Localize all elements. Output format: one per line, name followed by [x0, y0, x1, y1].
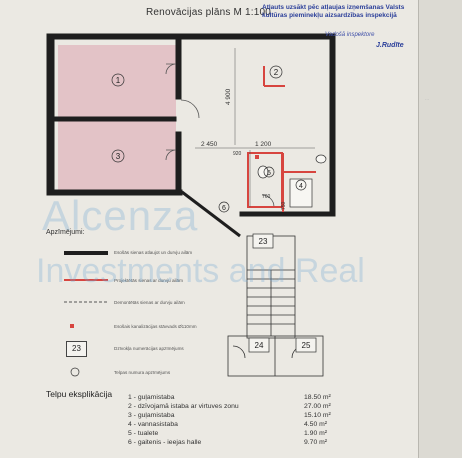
room-6-marker	[218, 201, 230, 213]
explication-area-1: 18.50 m²	[304, 394, 331, 401]
legend-item-sewer-stack: Esošais kanalizācijas stāvvads Ø110mm	[114, 324, 197, 329]
legend-item-apartment-number: Dzīvokļa numerācijas apzīmējums	[114, 346, 184, 351]
explication-row-2: 2 - dzīvojamā istaba ar virtuves zonu	[128, 403, 239, 410]
dim-4900: 4 900	[225, 88, 232, 105]
legend-item-room-number: Telpas numura apzīmējums	[114, 370, 171, 375]
legend-item-existing-walls: Esošās sienas atlaujot un durvju ailām	[114, 250, 193, 255]
dim-1200: 1 200	[255, 141, 272, 148]
room-3-marker	[111, 149, 125, 163]
legend-title: Apzīmējumi:	[46, 229, 85, 236]
room-label-2: 2	[274, 68, 279, 77]
room-label-1: 1	[116, 76, 121, 85]
legend-apartment-example: 23	[66, 341, 87, 357]
explication-row-5: 5 - tualete	[128, 430, 159, 437]
watermark-line-2: Investments and Real	[36, 252, 365, 290]
page-title: Renovācijas plāns M 1:100	[146, 7, 272, 18]
apartment-24-label: 24	[255, 341, 264, 350]
room-2-marker	[269, 65, 283, 79]
legend-symbols	[64, 251, 108, 377]
room-3-fill	[58, 121, 176, 191]
room-1-fill	[58, 45, 176, 117]
door-swings	[165, 63, 275, 208]
stamp-line-2: kultūras pieminekļu aizsardzības inspekc…	[262, 12, 397, 19]
room-1-marker	[111, 73, 125, 87]
explication-area-4: 4.50 m²	[304, 421, 328, 428]
room-label-4: 4	[299, 183, 303, 190]
approval-stamp: Atļauts uzsākt pēc atļaujas izņemšanas V…	[262, 4, 422, 20]
room-label-3: 3	[116, 152, 121, 161]
dimension-lines	[195, 48, 315, 207]
apartment-25-label: 25	[302, 341, 311, 350]
explication-area-6: 9.70 m²	[304, 439, 328, 446]
exterior-walls	[46, 33, 336, 238]
projected-walls	[247, 66, 316, 212]
apartment-23-label: 23	[259, 237, 268, 246]
explication-row-6: 6 - gaitenis - ieejas halle	[128, 439, 202, 446]
explication-row-4: 4 - vannasistaba	[128, 421, 178, 428]
apartment-25-box	[295, 337, 317, 353]
explication-area-2: 27.00 m²	[304, 403, 331, 410]
explication-title: Telpu eksplikācija	[46, 389, 113, 399]
explication-row-3: 3 - guļamistaba	[128, 412, 175, 419]
stamp-role: Vadošā inspektore	[325, 32, 375, 38]
dim-2450: 2 450	[201, 141, 218, 148]
sewer-stack-mark	[255, 155, 259, 159]
dim-920: 920	[233, 151, 242, 157]
stamp-line-1: Atļauts uzsākt pēc atļaujas izņemšanas V…	[262, 4, 405, 11]
bathroom-fixtures	[257, 154, 327, 208]
apartment-24-box	[248, 337, 270, 353]
watermark-line-1: Alcenza	[42, 192, 199, 239]
explication-row-1: 1 - guļamistaba	[128, 394, 175, 401]
legend-item-projected-walls: Projektētās sienas ar durvju ailām	[114, 278, 183, 283]
dim-760: 760	[262, 194, 271, 200]
adjacent-page: ...	[418, 0, 462, 458]
room-label-6: 6	[222, 205, 226, 212]
legend-item-demolished-walls: Demontētās sienas ar durvju ailām	[114, 300, 185, 305]
explication-area-5: 1.90 m²	[304, 430, 328, 437]
apartment-23-box	[252, 233, 274, 249]
dim-750: 750	[281, 201, 287, 210]
explication-area-3: 15.10 m²	[304, 412, 331, 419]
room-4-marker	[295, 179, 307, 191]
room-5-marker	[263, 166, 275, 178]
stamp-signature: J.Rudīte	[376, 42, 404, 49]
room-label-5: 5	[267, 170, 271, 177]
